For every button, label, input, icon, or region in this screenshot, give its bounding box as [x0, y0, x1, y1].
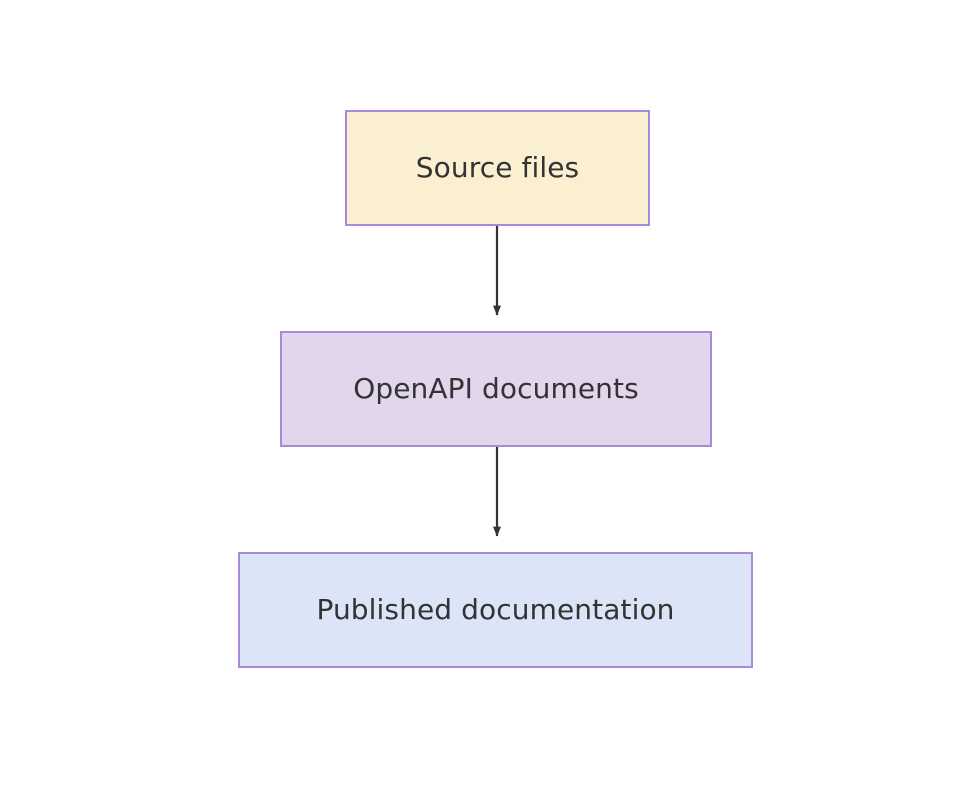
flow-node-published-documentation[interactable]: Published documentation	[238, 552, 753, 668]
flow-node-label: Published documentation	[316, 592, 675, 626]
flow-node-label: OpenAPI documents	[353, 371, 639, 405]
flow-node-source-files[interactable]: Source files	[345, 110, 650, 226]
flow-node-openapi-documents[interactable]: OpenAPI documents	[280, 331, 712, 447]
flow-node-label: Source files	[415, 150, 580, 184]
